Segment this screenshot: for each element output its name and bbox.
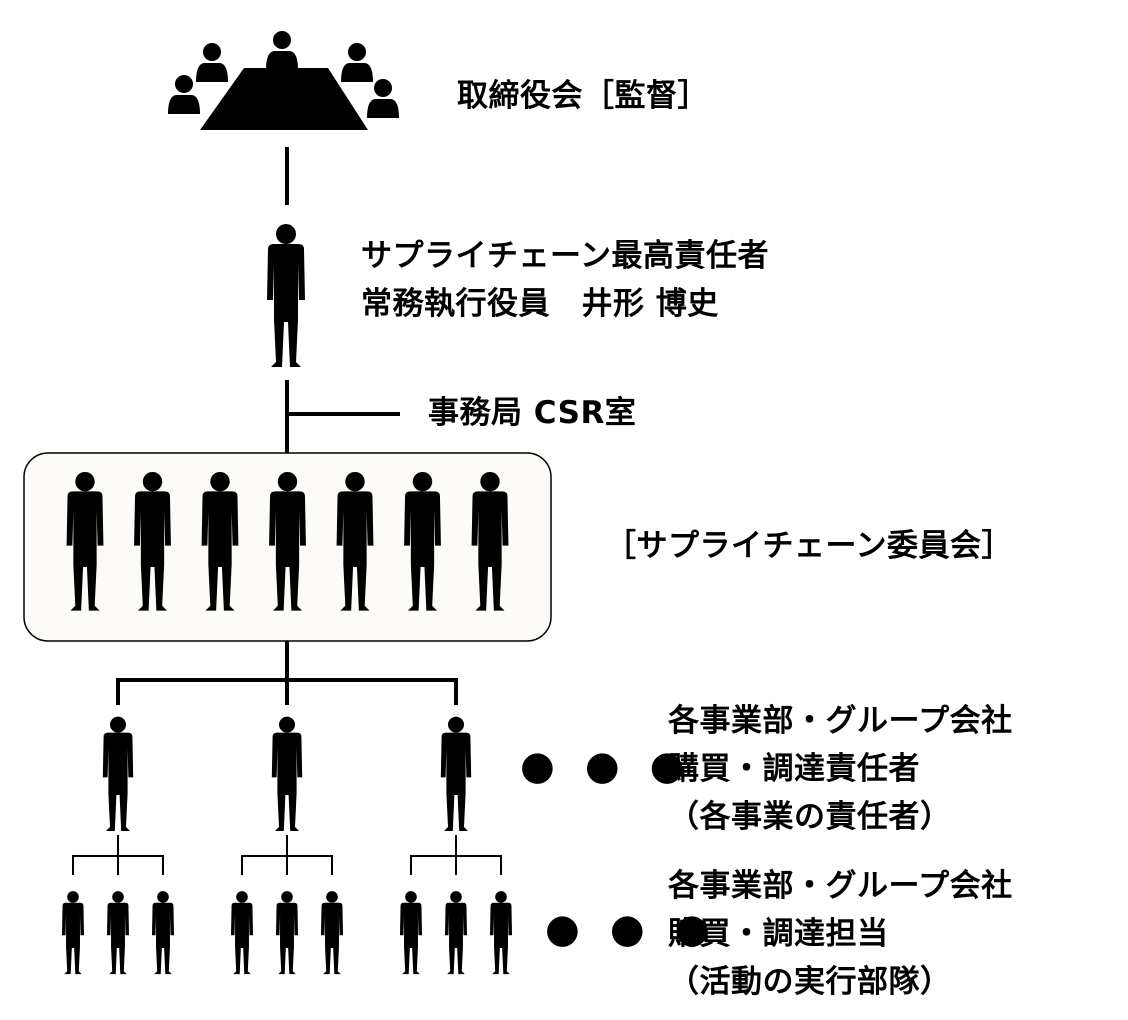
manager-figure (102, 716, 134, 831)
board-member-seat (367, 79, 399, 118)
managers-label: 各事業部・グループ会社 購買・調達責任者 （各事業の責任者） (668, 703, 1013, 836)
staff-figure (275, 891, 299, 975)
manager-figures (102, 716, 472, 831)
staff-figure (320, 891, 344, 975)
secretariat-label: 事務局 CSR室 (428, 395, 637, 431)
manager-figure (271, 716, 303, 831)
staff-figure (61, 891, 85, 975)
staff-figure (151, 891, 175, 975)
board-member-seat (168, 75, 200, 114)
staff-figures (61, 835, 513, 975)
staff-figure (399, 891, 423, 975)
staff-label: 各事業部・グループ会社 購買・調達担当 （活動の実行部隊） (668, 868, 1013, 1001)
officer-figure (267, 224, 305, 367)
staff-figure (106, 891, 130, 975)
board-table (168, 31, 399, 130)
manager-figure (440, 716, 472, 831)
officer-label: サプライチェーン最高責任者 常務執行役員 井形 博史 (361, 232, 769, 328)
board-table-shape (200, 68, 368, 130)
officer-title: サプライチェーン最高責任者 (361, 238, 769, 274)
board-label: 取締役会［監督］ (457, 78, 709, 114)
board-member-seat (266, 31, 298, 70)
managers-ellipsis: ● ● ● (520, 743, 693, 789)
staff-figure (444, 891, 468, 975)
board-member-seat (341, 43, 373, 82)
board-member-seat (196, 43, 228, 82)
staff-figure (230, 891, 254, 975)
staff-figure (489, 891, 513, 975)
staff-ellipsis: ● ● ● (545, 906, 718, 952)
committee-label: ［サプライチェーン委員会］ (605, 528, 1013, 564)
officer-name: 常務執行役員 井形 博史 (361, 286, 719, 323)
